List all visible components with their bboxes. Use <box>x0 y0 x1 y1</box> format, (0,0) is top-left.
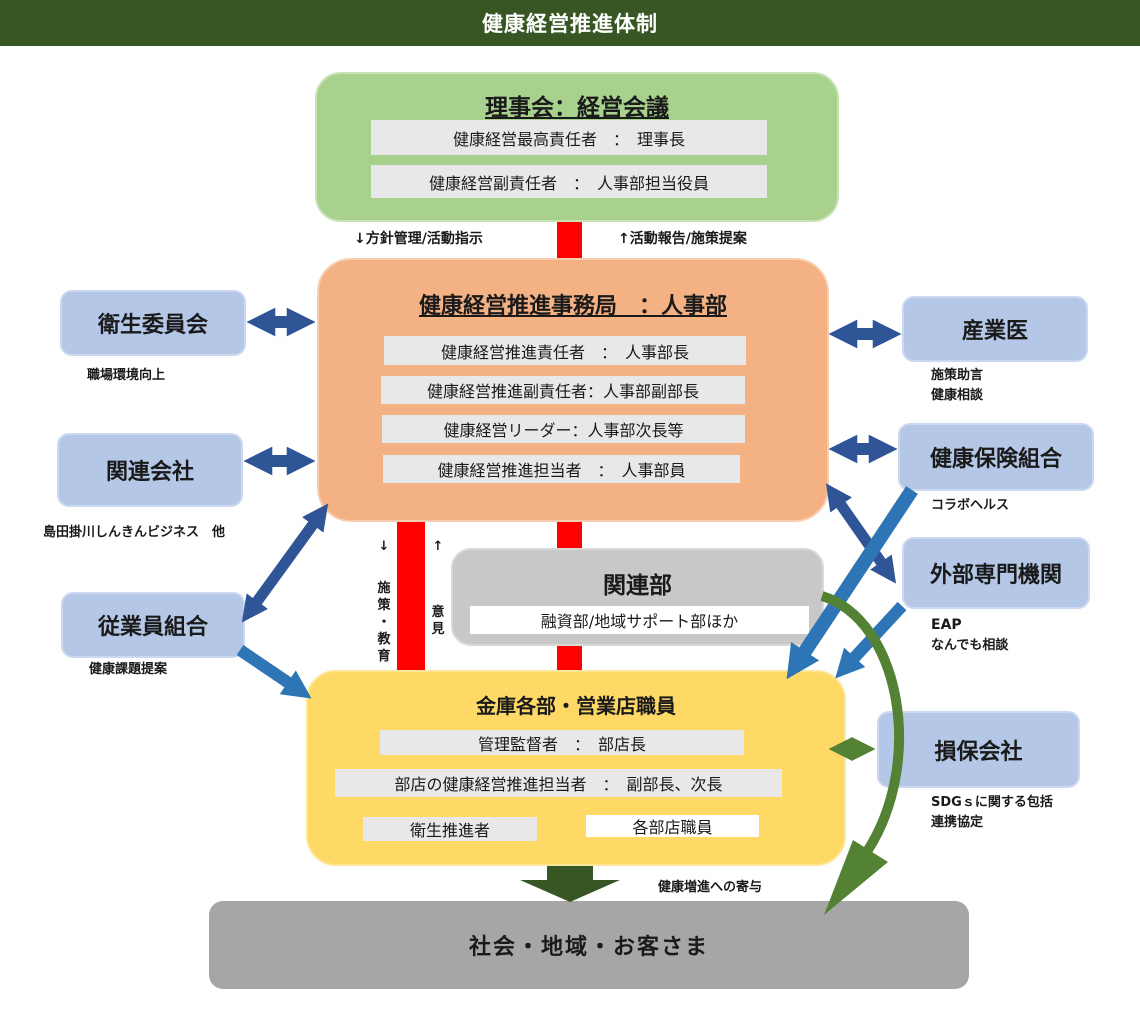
vertical-char-2: 策 <box>377 598 391 613</box>
board-row-chief: 健康経営最高責任者 ： 理事長 <box>371 120 767 155</box>
society-box: 社会・地域・お客さま <box>209 901 969 989</box>
arrow-union-office <box>241 503 329 623</box>
connector-board-office <box>557 220 582 260</box>
union-note: 健康課題提案 <box>89 662 168 677</box>
staff-row-manager: 管理監督者 ： 部店長 <box>380 730 744 755</box>
staff-row-hygiene: 衛生推進者 <box>363 817 537 841</box>
arrow-staff-society <box>520 866 620 902</box>
doctor-note-advice: 施策助言 <box>931 368 984 383</box>
arrow-related-society <box>820 591 905 853</box>
office-box: 健康経営推進事務局 ：人事部 健康経営推進責任者 ： 人事部長 健康経営推進副責… <box>317 258 829 522</box>
staff-row-promoter: 部店の健康経営推進担当者 ： 副部長、次長 <box>335 769 782 797</box>
page-header: 健康経営推進体制 <box>0 0 1140 46</box>
vertical-up-arrow: ↑ <box>432 539 444 554</box>
hygiene-committee-note: 職場環境向上 <box>87 368 166 383</box>
flow-down-label: ↓方針管理/活動指示 <box>354 231 483 247</box>
doctor-note-consult: 健康相談 <box>931 388 984 403</box>
related-row: 融資部/地域サポート部ほか <box>470 606 809 634</box>
related-title: 関連部 <box>603 573 672 599</box>
external-note-consult: なんでも相談 <box>931 638 1009 653</box>
arrow-insurance-staff <box>786 486 918 680</box>
office-row-leader: 健康経営リーダー：人事部次長等 <box>382 415 745 443</box>
health-insurance-box: 健康保険組合 <box>898 423 1094 491</box>
staff-row-all: 各部店職員 <box>586 815 759 837</box>
flow-up-label: ↑活動報告/施策提案 <box>618 231 747 247</box>
office-title: 健康経営推進事務局 ：人事部 <box>418 294 727 319</box>
staff-box: 金庫各部・営業店職員 管理監督者 ： 部店長 部店の健康経営推進担当者 ： 副部… <box>306 670 846 866</box>
office-row-head: 健康経営推進責任者 ： 人事部長 <box>384 336 746 365</box>
related-department-box: 関連部 融資部/地域サポート部ほか <box>451 548 824 646</box>
staff-title: 金庫各部・営業店職員 <box>476 694 676 718</box>
vertical-char-5: 育 <box>377 649 391 664</box>
connector-office-staff <box>397 520 425 672</box>
nonlife-note-sdgs: SDGｓに関する包括 <box>931 795 1053 810</box>
arrow-related-society-head <box>824 840 888 915</box>
vertical-down-arrow: ↓ <box>378 539 390 554</box>
insurance-note: コラボヘルス <box>931 498 1010 513</box>
external-note-eap: EAP <box>931 617 962 633</box>
office-row-deputy: 健康経営推進副責任者：人事部副部長 <box>381 376 745 404</box>
nonlife-note-agreement: 連携協定 <box>931 815 984 830</box>
union-box: 従業員組合 <box>61 592 245 658</box>
board-row-deputy: 健康経営副責任者 ： 人事部担当役員 <box>371 165 767 198</box>
board-title: 理事会：経営会議 <box>485 95 669 121</box>
connector-office-related <box>557 520 582 550</box>
nonlife-insurer-box: 損保会社 <box>877 711 1080 788</box>
affiliate-box: 関連会社 <box>57 433 243 507</box>
arrow-union-staff <box>236 645 312 699</box>
external-agency-box: 外部専門機関 <box>902 537 1090 609</box>
contribution-label: 健康増進への寄与 <box>658 880 763 895</box>
vertical-char-3: ・ <box>377 615 391 630</box>
arrow-office-external <box>825 483 897 584</box>
board-box: 理事会：経営会議 健康経営最高責任者 ： 理事長 健康経営副責任者 ： 人事部担… <box>315 72 839 222</box>
vertical-char-4: 教 <box>377 632 391 647</box>
office-row-staff: 健康経営推進担当者 ： 人事部員 <box>383 455 740 483</box>
vertical-char-opinion-2: 見 <box>431 622 445 637</box>
affiliate-note: 島田掛川しんきんビジネス 他 <box>43 525 226 540</box>
connector-related-staff <box>557 644 582 670</box>
hygiene-committee-box: 衛生委員会 <box>60 290 246 356</box>
vertical-char-1: 施 <box>377 581 391 596</box>
industrial-doctor-box: 産業医 <box>902 296 1088 362</box>
vertical-char-opinion-1: 意 <box>431 605 445 620</box>
